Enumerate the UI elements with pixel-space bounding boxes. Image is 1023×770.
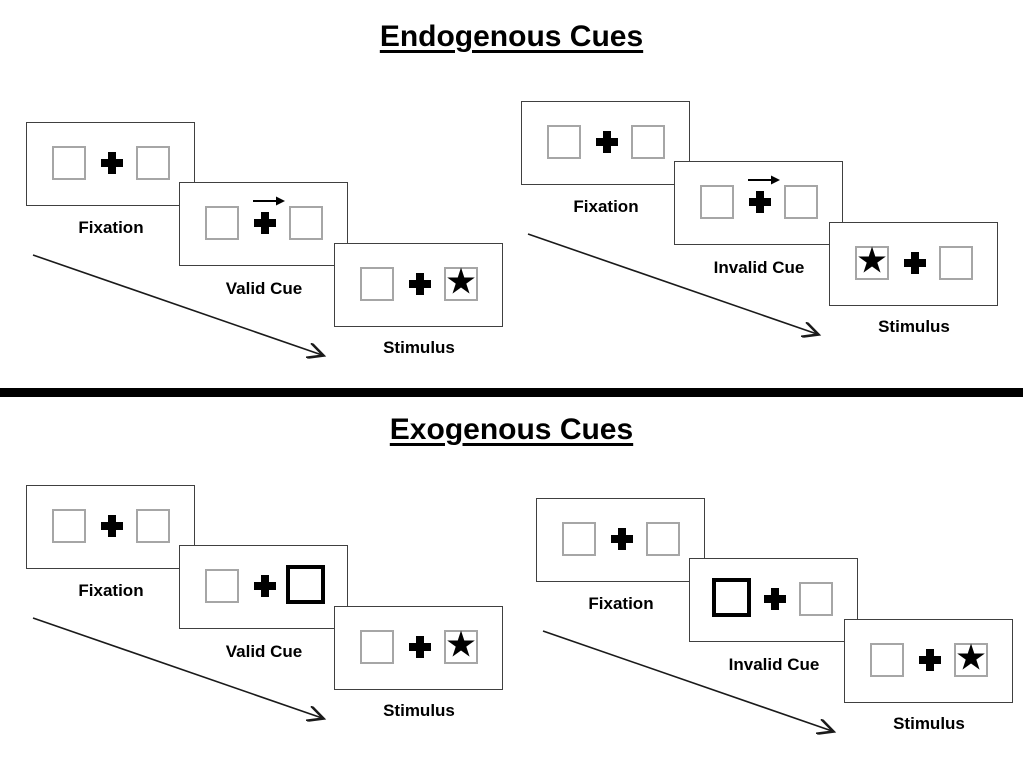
fixation-cross-icon bbox=[409, 273, 431, 295]
placeholder-square-right: ★ bbox=[444, 624, 478, 666]
fixation-cross-icon bbox=[904, 252, 926, 274]
section-title-text: Endogenous Cues bbox=[379, 20, 644, 53]
fixation-cross-icon bbox=[101, 515, 123, 537]
placeholder-square-right bbox=[631, 125, 665, 159]
placeholder-square-left bbox=[205, 569, 239, 603]
fixation-panel bbox=[536, 498, 705, 582]
cue-panel bbox=[689, 558, 858, 642]
stimulus-panel: ★ bbox=[844, 619, 1013, 703]
panel-label: Invalid Cue bbox=[713, 258, 805, 277]
placeholder-square-right bbox=[784, 185, 818, 219]
placeholder-square-right: ★ bbox=[954, 637, 988, 679]
placeholder-square-right bbox=[939, 246, 973, 280]
placeholder-square-left bbox=[360, 267, 394, 301]
placeholder-square-right bbox=[799, 582, 833, 616]
fixation-panel bbox=[26, 485, 195, 569]
sequence-exogenous-invalid: Fixation Invalid Cue ★ Stimulus bbox=[536, 498, 1023, 770]
fixation-cross-icon bbox=[254, 212, 276, 234]
panel-label: Valid Cue bbox=[225, 279, 303, 298]
placeholder-square-right bbox=[136, 146, 170, 180]
panel-label: Stimulus bbox=[383, 701, 455, 720]
target-star-icon: ★ bbox=[954, 637, 988, 679]
section-title-text: Exogenous Cues bbox=[389, 413, 634, 446]
cue-panel bbox=[674, 161, 843, 245]
panel-label: Stimulus bbox=[878, 317, 950, 336]
cue-highlight-square bbox=[286, 565, 325, 604]
stimulus-panel: ★ bbox=[334, 606, 503, 690]
panel-label: Fixation bbox=[78, 218, 144, 237]
placeholder-square-left bbox=[700, 185, 734, 219]
placeholder-square-left bbox=[360, 630, 394, 664]
timeline-arrow-icon bbox=[32, 617, 341, 735]
section-divider bbox=[0, 388, 1023, 397]
placeholder-square-left bbox=[52, 509, 86, 543]
placeholder-square-right bbox=[289, 206, 323, 240]
stimulus-panel: ★ bbox=[334, 243, 503, 327]
fixation-cross-icon bbox=[764, 588, 786, 610]
panel-label: Invalid Cue bbox=[728, 655, 820, 674]
stimulus-panel: ★ bbox=[829, 222, 998, 306]
fixation-panel bbox=[26, 122, 195, 206]
cue-highlight-square bbox=[712, 578, 751, 617]
section-title-endogenous: Endogenous Cues bbox=[0, 20, 1023, 54]
placeholder-square-right bbox=[136, 509, 170, 543]
fixation-cross-icon bbox=[749, 191, 771, 213]
target-star-icon: ★ bbox=[855, 240, 889, 282]
fixation-cross-icon bbox=[596, 131, 618, 153]
panel-label: Fixation bbox=[78, 581, 144, 600]
cue-panel bbox=[179, 545, 348, 629]
section-title-exogenous: Exogenous Cues bbox=[0, 413, 1023, 447]
placeholder-square-right: ★ bbox=[444, 261, 478, 303]
fixation-cross-icon bbox=[254, 575, 276, 597]
panel-label: Stimulus bbox=[383, 338, 455, 357]
placeholder-square-left bbox=[870, 643, 904, 677]
cue-panel bbox=[179, 182, 348, 266]
panel-label: Fixation bbox=[588, 594, 654, 613]
placeholder-square-left bbox=[547, 125, 581, 159]
sequence-endogenous-invalid: Fixation Invalid Cue ★ Stimulus bbox=[521, 101, 1023, 373]
target-star-icon: ★ bbox=[444, 624, 478, 666]
timeline-arrow-icon bbox=[527, 233, 836, 351]
placeholder-square-left bbox=[562, 522, 596, 556]
placeholder-square-left: ★ bbox=[855, 240, 889, 282]
placeholder-square-right bbox=[646, 522, 680, 556]
timeline-arrow-icon bbox=[542, 630, 851, 748]
fixation-cross-icon bbox=[409, 636, 431, 658]
fixation-cross-icon bbox=[919, 649, 941, 671]
placeholder-square-left bbox=[205, 206, 239, 240]
sequence-endogenous-valid: Fixation Valid Cue ★ Stimulus bbox=[26, 122, 541, 394]
panel-label: Fixation bbox=[573, 197, 639, 216]
fixation-cross-icon bbox=[611, 528, 633, 550]
placeholder-square-left bbox=[52, 146, 86, 180]
sequence-exogenous-valid: Fixation Valid Cue ★ Stimulus bbox=[26, 485, 541, 757]
fixation-panel bbox=[521, 101, 690, 185]
target-star-icon: ★ bbox=[444, 261, 478, 303]
cue-arrow-right-icon bbox=[748, 175, 780, 185]
cue-arrow-right-icon bbox=[253, 196, 285, 206]
fixation-cross-icon bbox=[101, 152, 123, 174]
panel-label: Valid Cue bbox=[225, 642, 303, 661]
panel-label: Stimulus bbox=[893, 714, 965, 733]
timeline-arrow-icon bbox=[32, 254, 341, 372]
